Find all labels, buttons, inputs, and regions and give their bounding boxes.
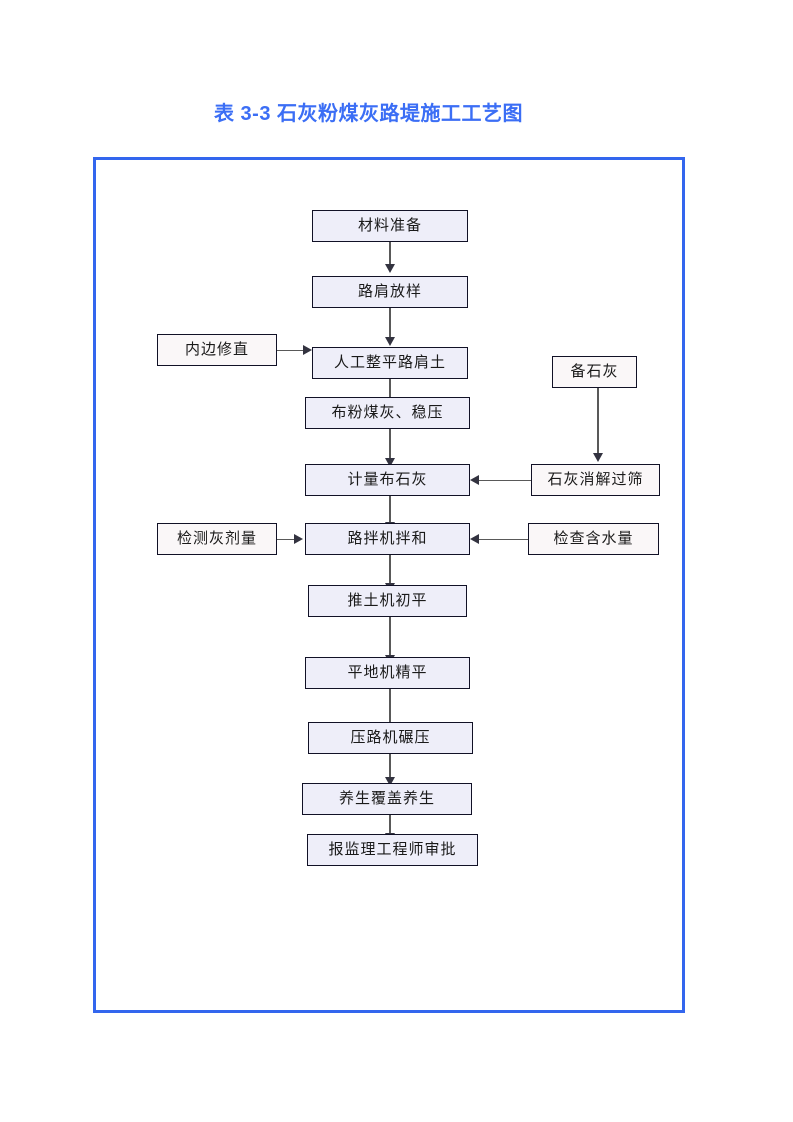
diagram-frame: 材料准备 路肩放样 人工整平路肩土 内边修直 布粉煤灰、稳压 [93,157,685,1013]
flow-node-grader-fine-leveling[interactable]: 平地机精平 [305,657,470,689]
flow-node-curing-cover[interactable]: 养生覆盖养生 [302,783,472,815]
connector-n3-n4 [389,379,391,408]
flow-node-label: 养生覆盖养生 [338,790,435,807]
flow-node-check-moisture-content[interactable]: 检查含水量 [528,523,659,555]
connector-n5-n6 [389,496,391,525]
flow-node-label: 平地机精平 [347,664,428,681]
flow-node-label: 路肩放样 [357,283,422,300]
arrowhead-s4-n6 [294,534,303,544]
arrowhead-n2-n3 [385,337,395,346]
flow-node-label: 检测灰剂量 [176,530,257,547]
flow-node-road-mixer-blending[interactable]: 路拌机拌和 [305,523,470,555]
connector-n10-n11 [389,815,391,837]
connector-s3-n5 [479,479,531,482]
flow-node-inner-edge-straightening[interactable]: 内边修直 [157,334,277,366]
flow-node-label: 压路机碾压 [350,729,431,746]
connector-s1-n3 [277,349,305,352]
flow-node-material-preparation[interactable]: 材料准备 [312,210,468,242]
connector-n1-n2 [389,242,391,266]
connector-n4-n5 [389,429,391,461]
connector-s2-s3 [597,388,599,456]
arrowhead-s2-s3 [592,453,603,462]
flow-node-roller-compaction[interactable]: 压路机碾压 [308,722,473,754]
arrowhead-s3-n5 [470,475,479,485]
arrowhead-s5-n6 [470,534,479,544]
page-title: 表 3-3 石灰粉煤灰路堤施工工艺图 [214,103,524,125]
flow-node-label: 报监理工程师审批 [328,841,457,858]
connector-n7-n8 [389,617,391,658]
flow-node-label: 路拌机拌和 [347,530,428,547]
connector-s4-n6 [277,538,296,541]
arrowhead-n9-n10 [385,777,395,786]
flow-node-prepare-lime[interactable]: 备石灰 [552,356,637,388]
connector-s5-n6 [479,538,528,541]
connector-n6-n7 [389,555,391,585]
flow-node-label: 布粉煤灰、稳压 [331,404,444,421]
flow-node-label: 检查含水量 [553,530,634,547]
flow-node-lime-slaking-sieving[interactable]: 石灰消解过筛 [531,464,660,496]
arrowhead-n1-n2 [385,264,395,273]
arrowhead-n4-n5 [385,458,395,467]
flow-node-label: 材料准备 [357,217,422,234]
flow-node-label: 推土机初平 [347,592,428,609]
flow-node-label: 备石灰 [570,363,619,380]
flow-node-supervisor-approval[interactable]: 报监理工程师审批 [307,834,478,866]
connector-n8-n9 [389,689,391,725]
flow-node-label: 内边修直 [184,341,249,358]
flow-node-label: 石灰消解过筛 [547,471,644,488]
flow-node-bulldozer-rough-leveling[interactable]: 推土机初平 [308,585,467,617]
flow-node-spread-flyash-stabilize[interactable]: 布粉煤灰、稳压 [305,397,470,429]
flow-node-measure-spread-lime[interactable]: 计量布石灰 [305,464,470,496]
connector-n2-n3 [389,308,391,340]
arrowhead-s1-n3 [303,345,312,355]
flow-node-label: 计量布石灰 [347,471,428,488]
flow-node-label: 人工整平路肩土 [333,354,446,371]
connector-n9-n10 [389,754,391,780]
flow-node-test-lime-dosage[interactable]: 检测灰剂量 [157,523,277,555]
flow-node-shoulder-staking[interactable]: 路肩放样 [312,276,468,308]
flow-node-manual-leveling-shoulder-soil[interactable]: 人工整平路肩土 [312,347,468,379]
